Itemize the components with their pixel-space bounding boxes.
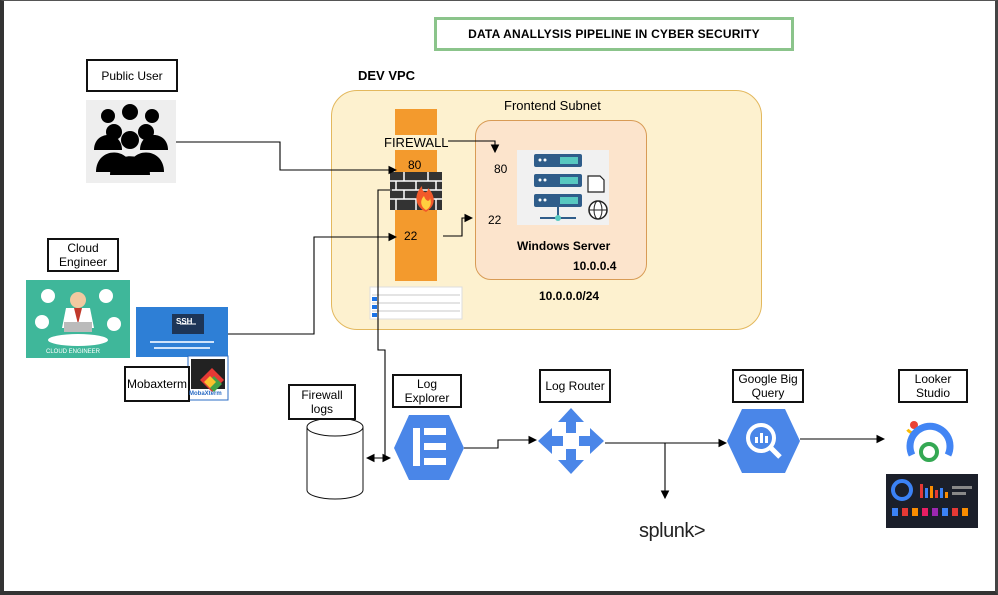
- public-user-label: Public User: [86, 59, 178, 92]
- mobaxterm-logo-text: MobaXterm: [189, 391, 222, 397]
- splunk-logo: splunk>: [639, 520, 706, 542]
- big-query-label: Google Big Query: [732, 369, 804, 403]
- looker-studio-label: Looker Studio: [898, 369, 968, 403]
- database-icon: [306, 417, 364, 500]
- server-name: Windows Server: [517, 239, 611, 253]
- firewall-port-80: 80: [408, 158, 422, 172]
- big-query-icon: [727, 409, 800, 473]
- firewall-logs-label: Firewall logs: [288, 384, 356, 420]
- firewall-icon: [390, 172, 442, 212]
- mobaxterm-logo-icon: [187, 355, 229, 401]
- looker-studio-icon: [904, 415, 954, 462]
- server-port-80: 80: [494, 162, 508, 176]
- cloud-engineer-image: [26, 280, 130, 358]
- log-table-thumbnail: [369, 286, 463, 320]
- firewall-label: FIREWALL: [384, 135, 449, 150]
- firewall-port-22: 22: [404, 229, 418, 243]
- dashboard-thumbnail: [886, 474, 978, 528]
- ssh-terminal-image: [136, 307, 228, 357]
- server-ip: 10.0.0.4: [573, 259, 617, 273]
- log-router-label: Log Router: [539, 369, 611, 403]
- public-user-icon: [86, 100, 176, 183]
- subnet-label: Frontend Subnet: [504, 98, 601, 113]
- server-icon: [517, 150, 609, 225]
- cloud-engineer-caption: CLOUD ENGINEER: [46, 349, 101, 355]
- cloud-engineer-label: Cloud Engineer: [47, 238, 119, 272]
- subnet-cidr: 10.0.0.0/24: [539, 289, 600, 303]
- log-explorer-icon: [394, 415, 464, 480]
- vpc-label: DEV VPC: [358, 68, 416, 83]
- mobaxterm-label: Mobaxterm: [124, 366, 190, 402]
- connector-lines: [176, 140, 886, 500]
- log-explorer-label: Log Explorer: [392, 374, 462, 408]
- diagram-title: DATA ANALLYSIS PIPELINE IN CYBER SECURIT…: [434, 17, 794, 51]
- log-router-icon: [538, 408, 604, 474]
- ssh-label: SSH: [176, 317, 193, 326]
- server-port-22: 22: [488, 213, 502, 227]
